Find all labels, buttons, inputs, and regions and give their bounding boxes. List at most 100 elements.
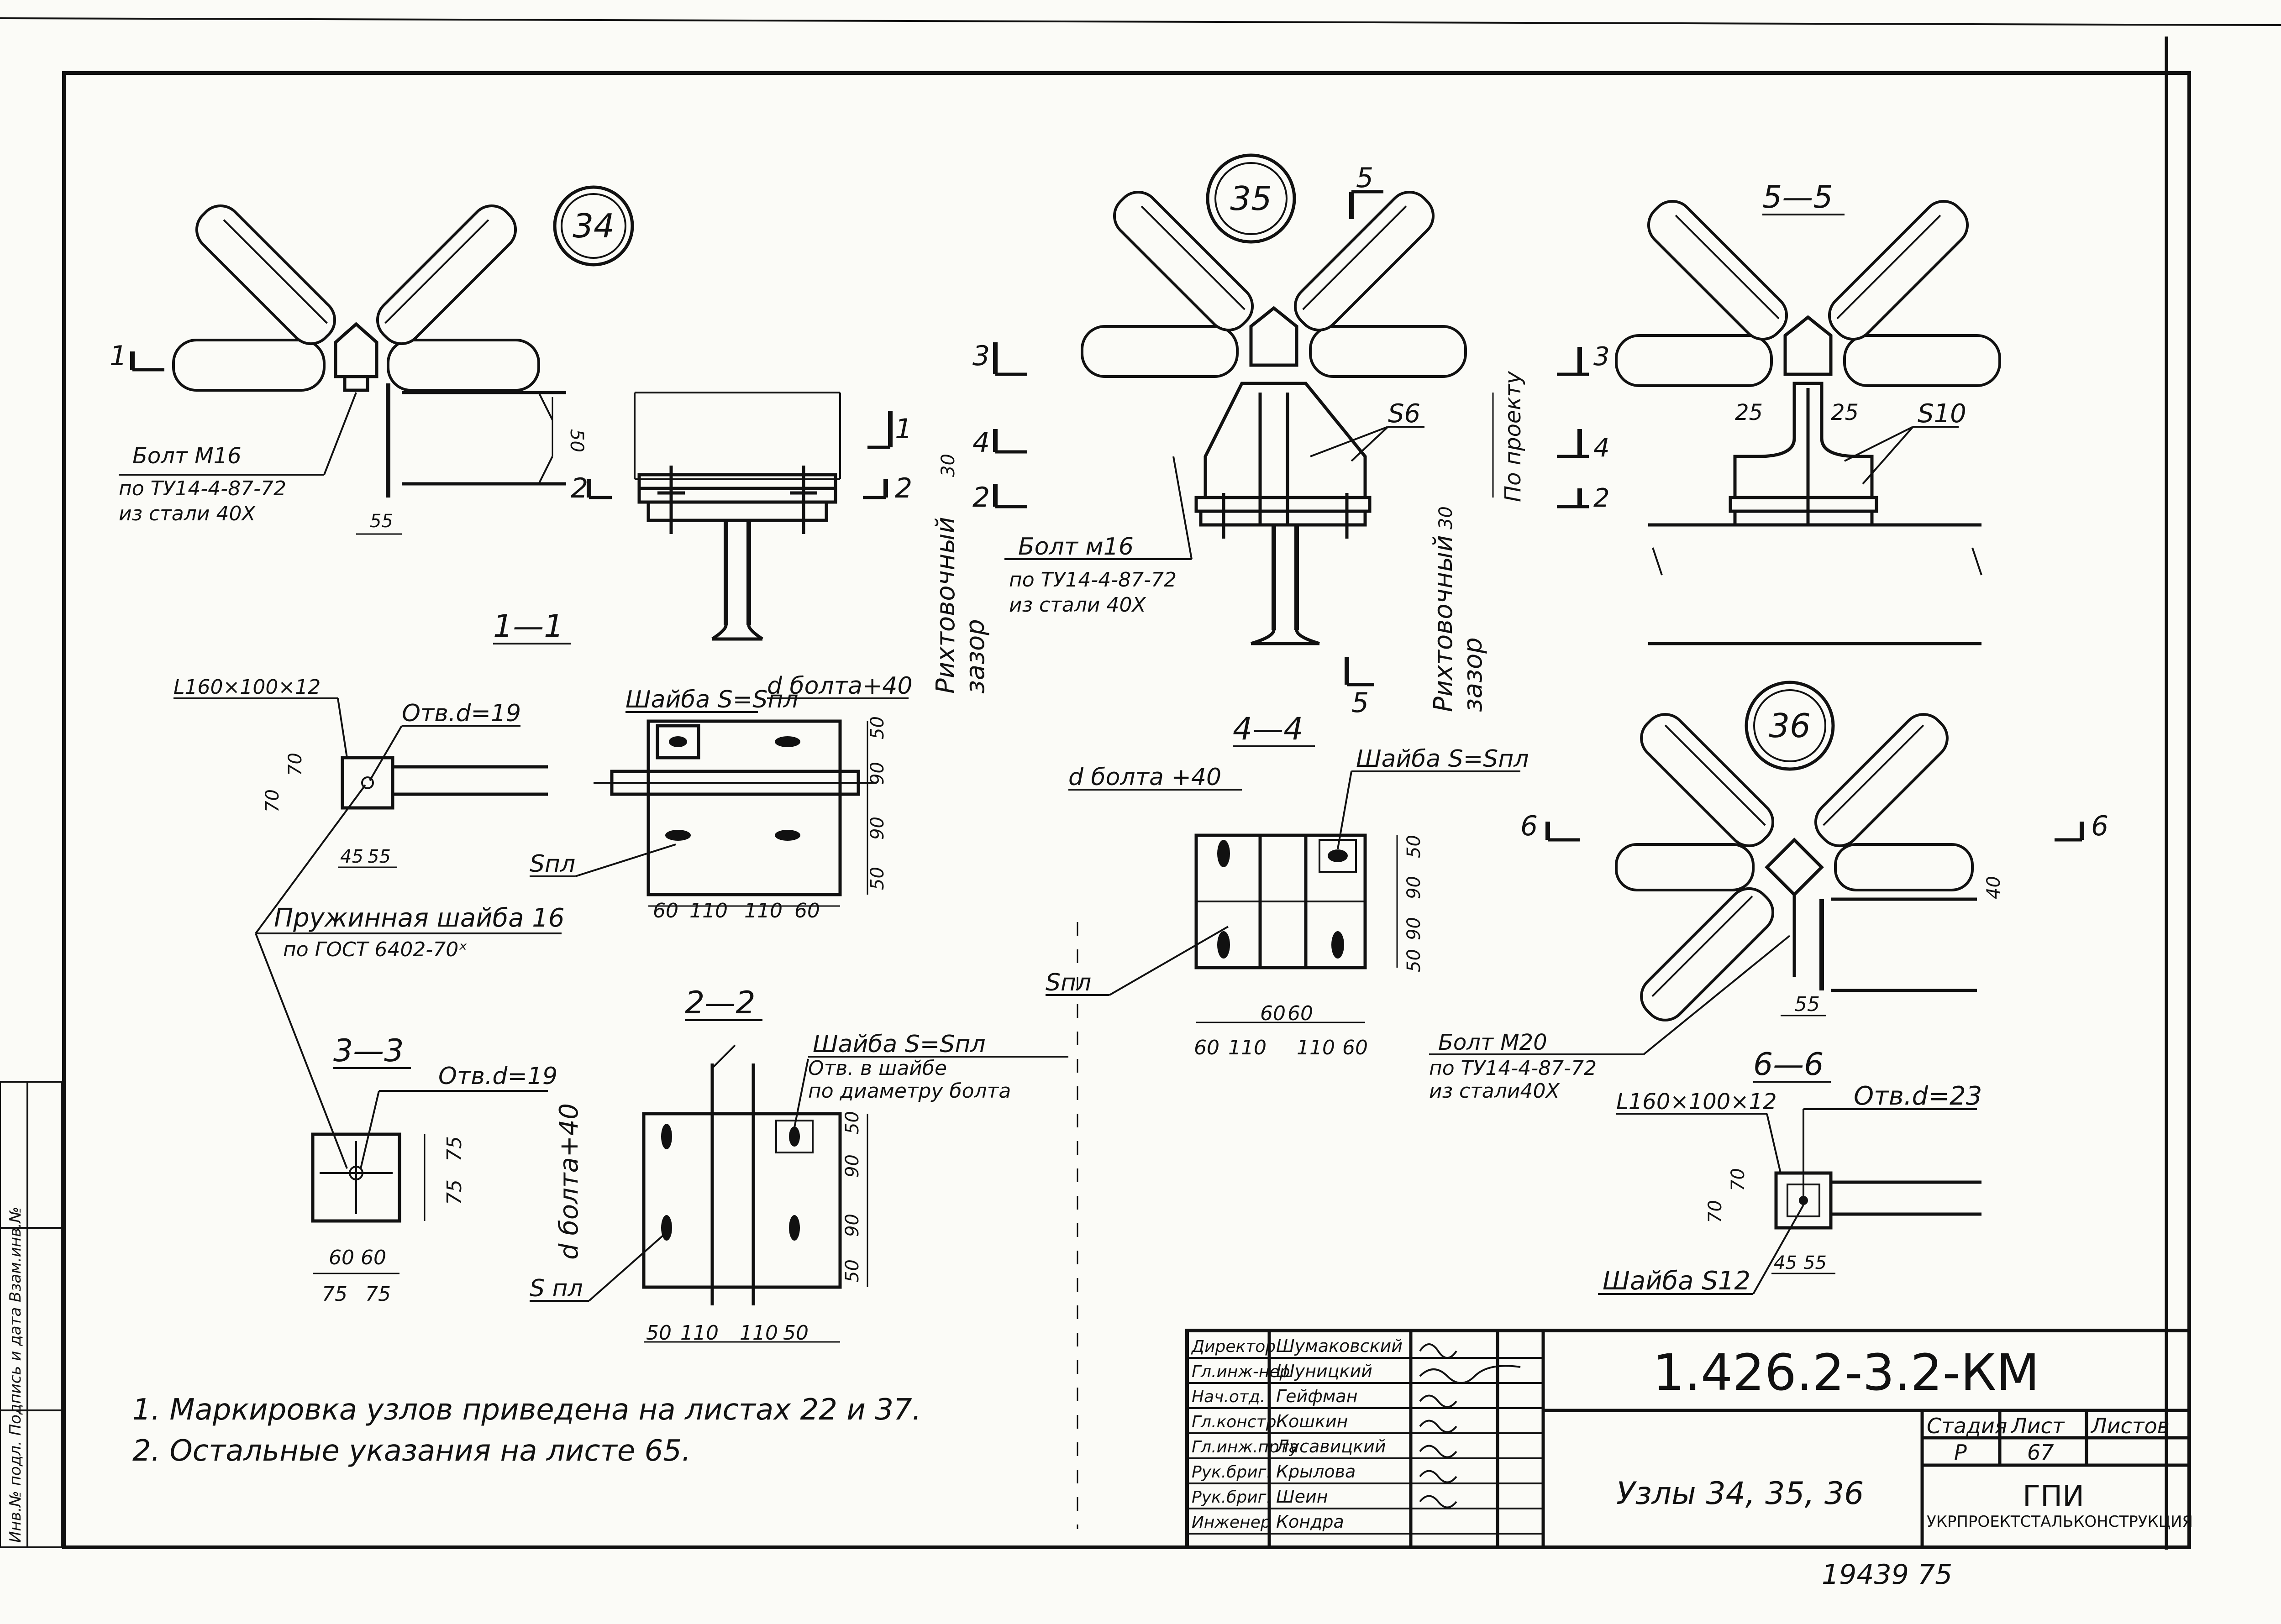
svg-text:50: 50 [646,1321,672,1345]
bolt-m16-label: Болт М16 [132,443,242,469]
svg-text:2: 2 [895,472,912,504]
svg-text:Листов: Листов [2090,1414,2170,1438]
svg-text:Гл.констр.: Гл.констр. [1192,1413,1282,1431]
svg-text:Крылова: Крылова [1276,1462,1356,1482]
svg-text:Кондра: Кондра [1276,1512,1344,1532]
svg-text:55: 55 [368,846,391,867]
svg-text:50: 50 [867,867,888,890]
svg-text:110: 110 [680,1321,719,1345]
svg-text:Кошкин: Кошкин [1276,1411,1348,1431]
svg-text:из стали 40Х: из стали 40Х [119,502,256,525]
svg-text:110: 110 [740,1321,778,1345]
svg-text:50: 50 [842,1111,863,1134]
svg-text:30: 30 [1435,506,1456,529]
archive-number: 19439 75 [1822,1559,1952,1591]
org-abbrev: ГПИ [2023,1480,2084,1514]
svg-text:5: 5 [1356,162,1373,194]
svg-text:Шумаковский: Шумаковский [1276,1336,1403,1356]
svg-text:50: 50 [842,1259,863,1283]
svg-text:Директор: Директор [1191,1337,1276,1356]
spring-washer-callout: Пружинная шайба 16 по ГОСТ 6402-70ˣ [255,784,565,1169]
svg-text:Р: Р [1954,1440,1967,1465]
svg-text:75: 75 [365,1283,391,1306]
svg-text:6: 6 [2091,810,2108,842]
signature-rows: Директор Гл.инж-нер Нач.отд. Гл.констр. … [1187,1336,1543,1535]
svg-text:по диаметру болта: по диаметру болта [808,1079,1011,1103]
svg-text:Инженер: Инженер [1192,1513,1271,1532]
svg-text:70: 70 [285,753,306,776]
node-35: 35 S6 3 4 2 5 [972,153,1526,719]
svg-text:Рихтовочный: Рихтовочный [1429,535,1458,712]
svg-text:Гейфман: Гейфман [1276,1386,1358,1406]
org-name: УКРПРОЕКТСТАЛЬКОНСТРУКЦИЯ [1927,1513,2193,1531]
svg-text:40: 40 [1983,876,2004,899]
drawing-frame [62,71,2191,1549]
section-6-6: 6—6 L160×100×12 Отв.d=23 Шайба S12 70 70… [1598,1047,1982,1296]
svg-text:5: 5 [1351,687,1369,719]
node-34-circle [553,185,634,267]
svg-text:25: 25 [1735,400,1763,425]
svg-text:по ГОСТ 6402-70ˣ: по ГОСТ 6402-70ˣ [283,938,468,961]
svg-text:110: 110 [689,899,728,922]
svg-text:S10: S10 [1918,399,1966,429]
svg-text:2: 2 [1593,483,1610,513]
svg-text:по ТУ14-4-87-72: по ТУ14-4-87-72 [1429,1057,1597,1080]
svg-text:Отв. в шайбе: Отв. в шайбе [808,1057,947,1080]
svg-text:55: 55 [1794,993,1820,1016]
svg-text:2: 2 [571,472,588,504]
svg-text:d болта +40: d болта +40 [1068,764,1221,791]
svg-text:L160×100×12: L160×100×12 [1616,1089,1777,1115]
svg-text:70: 70 [1705,1200,1726,1223]
svg-text:Стадия: Стадия [1927,1414,2007,1438]
node-36: 36 6 6 40 55 Болт М20 по ТУ14-4-87-72 из… [1429,681,2108,1103]
svg-text:Отв.d=23: Отв.d=23 [1854,1081,1982,1111]
svg-text:зазор: зазор [1458,637,1488,712]
svg-text:Болт М20: Болт М20 [1438,1030,1547,1055]
svg-text:50: 50 [1403,835,1424,858]
svg-text:Гл.инж-нер: Гл.инж-нер [1192,1362,1290,1381]
svg-text:зазор: зазор [961,619,990,694]
svg-text:55: 55 [370,511,393,532]
svg-text:Пружинная шайба 16: Пружинная шайба 16 [274,903,565,933]
svg-text:75: 75 [443,1179,466,1205]
node-35-circle [1206,153,1296,244]
svg-text:60: 60 [1288,1002,1313,1025]
svg-text:d болта+40: d болта+40 [767,672,913,700]
svg-text:45: 45 [340,846,363,867]
svg-text:6: 6 [1520,810,1538,842]
drawing-code: 1.426.2-3.2-КМ [1653,1343,2039,1402]
node-35-label: 35 [1230,179,1272,218]
section-1-1-title: 1—1 [493,608,564,644]
svg-text:Шайба S12: Шайба S12 [1603,1266,1750,1296]
svg-text:50: 50 [867,716,888,739]
svg-text:из стали40Х: из стали40Х [1429,1079,1560,1103]
section-4-4: 4—4 d болта +40 Шайба S=Sпл Sпл 50 90 90… [1046,711,1529,1059]
svg-text:Болт м16: Болт м16 [1018,533,1134,561]
svg-text:по ТУ14-4-87-72: по ТУ14-4-87-72 [1009,568,1177,592]
svg-text:70: 70 [262,789,283,812]
side-stamp-text: Инв.№ подл. Подпись и дата Взам.инв.№ [6,1207,25,1543]
svg-text:90: 90 [1403,917,1424,940]
svg-text:60: 60 [1194,1036,1219,1059]
svg-text:Шайба S=Sпл: Шайба S=Sпл [1356,745,1529,773]
svg-text:110: 110 [1228,1036,1267,1059]
svg-text:Рихтовочный: Рихтовочный [931,517,961,694]
svg-text:75: 75 [322,1283,347,1306]
svg-text:из стали 40Х: из стали 40Х [1009,593,1146,617]
svg-text:2: 2 [972,482,990,513]
svg-text:55: 55 [1803,1252,1827,1273]
svg-text:90: 90 [867,817,888,840]
svg-text:60: 60 [653,899,678,922]
svg-text:По проекту: По проекту [1500,371,1526,502]
svg-text:30: 30 [938,454,959,477]
svg-text:90: 90 [842,1214,863,1237]
svg-text:25: 25 [1831,400,1859,425]
svg-text:4: 4 [972,427,990,459]
node-34-label: 34 [573,207,615,245]
svg-text:70: 70 [1728,1168,1749,1191]
svg-text:Шуницкий: Шуницкий [1276,1361,1372,1381]
node-36-label: 36 [1769,707,1811,745]
svg-text:Sпл: Sпл [530,850,575,878]
section-5-5-title: 5—5 [1762,179,1833,215]
